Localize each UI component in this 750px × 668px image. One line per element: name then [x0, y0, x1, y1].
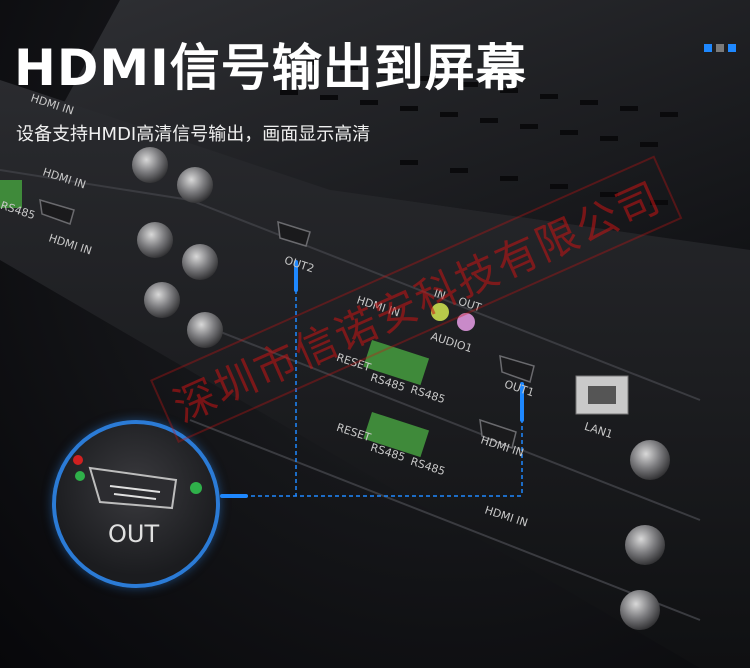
page-subtitle: 设备支持HMDI高清信号输出，画面显示高清	[16, 124, 371, 145]
page-title: HDMI信号输出到屏幕	[14, 39, 527, 97]
dot-blue-1	[704, 44, 712, 52]
audio-out-jack	[457, 313, 475, 331]
rs485-terminal-blocks	[0, 180, 430, 458]
zoom-out-label: OUT	[108, 520, 160, 548]
chassis-front	[0, 80, 750, 668]
card-dividers	[0, 169, 701, 621]
zoom-inset-hdmi-out	[52, 420, 220, 588]
lan-port-socket	[588, 386, 616, 404]
hdmi-ports	[39, 198, 535, 450]
thumbscrew-knobs	[132, 147, 670, 630]
decor-dots	[704, 44, 736, 52]
vent-slots	[280, 60, 678, 205]
signal-path	[220, 260, 524, 498]
audio-in-jack	[431, 303, 449, 321]
dot-gray	[716, 44, 724, 52]
hdmi-out-port-closeup	[73, 455, 202, 510]
dot-blue-2	[728, 44, 736, 52]
chassis-top	[60, 0, 750, 250]
